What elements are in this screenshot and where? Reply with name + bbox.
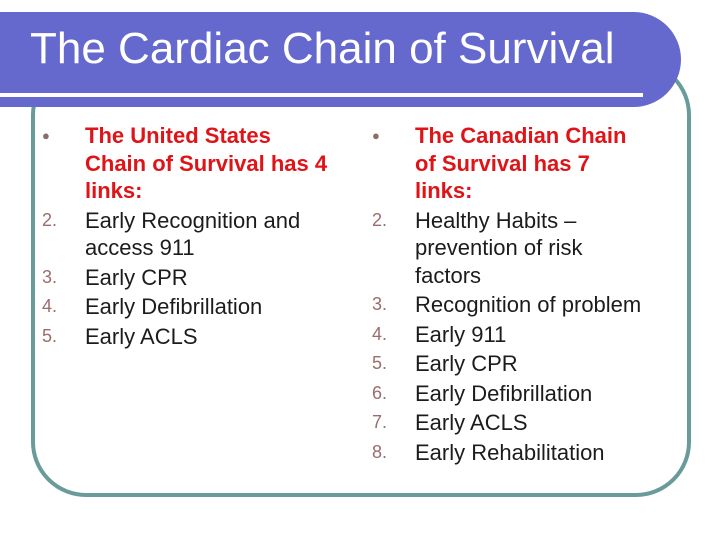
- list-item-text: The Canadian Chain of Survival has 7 lin…: [415, 123, 627, 203]
- bullet-icon: ●: [372, 128, 380, 143]
- list-number: 5.: [372, 353, 388, 373]
- column-canada: ● The Canadian Chain of Survival has 7 l…: [368, 122, 690, 468]
- list-item-text: Early ACLS: [85, 323, 198, 349]
- list-number: 2.: [372, 209, 388, 230]
- list-item: 4. Early Defibrillation: [38, 293, 368, 321]
- list-item: 2. Healthy Habits – prevention of risk f…: [368, 207, 690, 290]
- list-item-text: Early Rehabilitation: [415, 439, 605, 465]
- list-item: 3. Recognition of problem: [368, 291, 690, 319]
- list-item: 3. Early CPR: [38, 264, 368, 292]
- list-number: 4.: [372, 323, 388, 344]
- list-item: ● The United States Chain of Survival ha…: [38, 122, 368, 205]
- list-item-text: Early CPR: [415, 351, 518, 376]
- list-item-text: Early ACLS: [415, 410, 528, 435]
- list-number: 8.: [372, 441, 388, 462]
- bullet-icon: ●: [42, 128, 50, 143]
- list-item-text: Early 911: [415, 321, 507, 347]
- list-number: 6.: [372, 382, 388, 403]
- list-number: 3.: [42, 266, 58, 287]
- title-banner: The Cardiac Chain of Survival: [0, 12, 681, 107]
- content-border-box: [31, 60, 691, 497]
- list-item: 7. Early ACLS: [368, 409, 690, 437]
- list-number: 2.: [42, 209, 58, 230]
- list-item: ● The Canadian Chain of Survival has 7 l…: [368, 122, 690, 205]
- list-item: 4. Early 911: [368, 321, 690, 349]
- list-item: 5. Early CPR: [368, 350, 690, 378]
- list-item-text: Healthy Habits – prevention of risk fact…: [415, 207, 583, 288]
- list-item-text: Recognition of problem: [415, 292, 642, 317]
- list-item: 5. Early ACLS: [38, 323, 368, 351]
- title-underline: [0, 93, 643, 97]
- list-number: 7.: [372, 412, 388, 432]
- content-columns: ● The United States Chain of Survival ha…: [38, 122, 690, 468]
- list-item-text: Early Recognition and access 911: [85, 207, 301, 261]
- list-item: 2. Early Recognition and access 911: [38, 207, 368, 262]
- column-united-states: ● The United States Chain of Survival ha…: [38, 122, 368, 468]
- list-number: 3.: [372, 294, 388, 314]
- list-item-text: The United States Chain of Survival has …: [85, 123, 328, 203]
- list-item-text: Early CPR: [85, 264, 188, 290]
- slide-title: The Cardiac Chain of Survival: [30, 24, 615, 73]
- list-item-text: Early Defibrillation: [415, 380, 593, 406]
- list-item: 6. Early Defibrillation: [368, 380, 690, 408]
- list-item-text: Early Defibrillation: [85, 294, 263, 319]
- list-number: 4.: [42, 296, 58, 316]
- list-item: 8. Early Rehabilitation: [368, 439, 690, 467]
- list-number: 5.: [42, 325, 58, 346]
